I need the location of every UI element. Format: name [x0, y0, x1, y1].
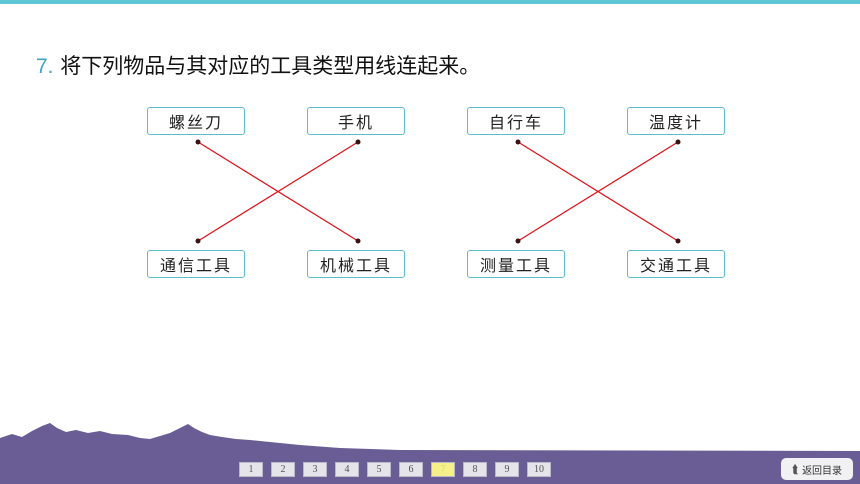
bottom-anchor-dot-1 — [355, 238, 361, 244]
match-line-3 — [517, 141, 679, 242]
page-button-4[interactable]: 4 — [335, 462, 359, 477]
top-item-phone[interactable]: 手机 — [307, 107, 405, 135]
page-button-6[interactable]: 6 — [399, 462, 423, 477]
top-anchor-dot-1 — [355, 139, 361, 145]
bottom-item-measurement[interactable]: 测量工具 — [467, 250, 565, 278]
page-button-3[interactable]: 3 — [303, 462, 327, 477]
question-text: 将下列物品与其对应的工具类型用线连起来。 — [60, 54, 481, 78]
back-to-contents-button[interactable]: ⮬ 返回目录 — [781, 458, 853, 480]
bottom-item-transport[interactable]: 交通工具 — [627, 250, 725, 278]
bottom-item-mechanical[interactable]: 机械工具 — [307, 250, 405, 278]
top-border — [0, 0, 860, 4]
page-button-2[interactable]: 2 — [271, 462, 295, 477]
bottom-anchor-dot-2 — [515, 238, 521, 244]
pagination: 1 2 3 4 5 6 7 8 9 10 — [239, 462, 551, 477]
bottom-bar — [0, 452, 860, 484]
page-button-5[interactable]: 5 — [367, 462, 391, 477]
page-button-9[interactable]: 9 — [495, 462, 519, 477]
top-anchor-dot-3 — [675, 139, 681, 145]
top-item-bicycle[interactable]: 自行车 — [467, 107, 565, 135]
page-button-1[interactable]: 1 — [239, 462, 263, 477]
top-anchor-dot-0 — [195, 139, 201, 145]
return-arrow-icon: ⮬ — [791, 461, 800, 476]
bottom-anchor-dot-3 — [675, 238, 681, 244]
page-button-8[interactable]: 8 — [463, 462, 487, 477]
top-item-screwdriver[interactable]: 螺丝刀 — [147, 107, 245, 135]
question-number: 7. — [36, 55, 54, 78]
bottom-anchor-dot-0 — [195, 238, 201, 244]
top-item-thermometer[interactable]: 温度计 — [627, 107, 725, 135]
bottom-item-communication[interactable]: 通信工具 — [147, 250, 245, 278]
back-to-contents-label: 返回目录 — [802, 465, 843, 477]
top-anchor-dot-2 — [515, 139, 521, 145]
page-button-7[interactable]: 7 — [431, 462, 455, 477]
page-button-10[interactable]: 10 — [527, 462, 551, 477]
match-line-1 — [197, 141, 359, 242]
question-prompt: 7. 将下列物品与其对应的工具类型用线连起来。 — [36, 50, 480, 80]
